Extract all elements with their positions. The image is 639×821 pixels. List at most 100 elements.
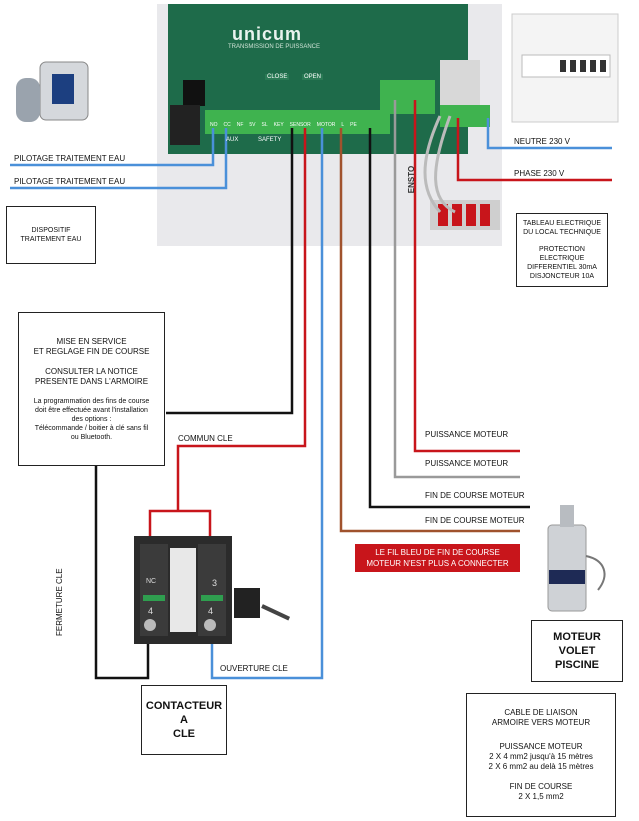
treatment-device-screen	[52, 74, 74, 104]
mes-notice-1: CONSULTER LA NOTICE	[45, 366, 138, 376]
board-ensto-label: ENSTO	[407, 165, 417, 194]
terminal-strip-motor	[380, 80, 435, 114]
cable-puissance-1: PUISSANCE MOTEUR	[499, 742, 583, 751]
wago-2	[452, 204, 462, 226]
tableau-protection-3: DISJONCTEUR 10A	[529, 273, 595, 280]
wago-4	[480, 204, 490, 226]
contacteur-line-3: CLE	[173, 728, 195, 740]
terminal-cc: CC	[223, 122, 231, 128]
terminal-key: KEY	[273, 122, 284, 128]
label-fin-course-1: FIN DE COURSE MOTEUR	[425, 491, 525, 500]
dispositif-box: DISPOSITIF TRAITEMENT EAU	[6, 206, 96, 264]
relay-block	[440, 60, 480, 110]
breaker-5	[600, 60, 606, 72]
tableau-box: TABLEAU ELECTRIQUE DU LOCAL TECHNIQUE PR…	[516, 213, 608, 287]
cable-puissance-2: 2 X 4 mm2 jusqu'à 15 mètres	[489, 752, 593, 761]
cable-fin-1: FIN DE COURSE	[509, 782, 573, 791]
label-puissance-1: PUISSANCE MOTEUR	[425, 430, 509, 439]
wire-phase	[456, 118, 612, 182]
cable-fin-2: 2 X 1,5 mm2	[518, 792, 564, 801]
wago-1	[438, 204, 448, 226]
key-switch-head	[234, 588, 260, 618]
moteur-line-1: MOTEUR	[553, 631, 601, 643]
screw-right	[204, 619, 216, 631]
tableau-protection-2: DIFFERENTIEL 30mA	[527, 264, 597, 271]
cable-box: CABLE DE LIAISON ARMOIRE VERS MOTEUR PUI…	[466, 693, 616, 817]
breaker-4	[590, 60, 596, 72]
wire-key-black	[166, 128, 294, 415]
label-fin-course-2: FIN DE COURSE MOTEUR	[425, 516, 525, 525]
wire-pilotage-2	[10, 128, 228, 190]
mes-title-1: MISE EN SERVICE	[56, 336, 127, 346]
terminal-strip-left	[205, 110, 390, 134]
wire-panel-grey-1	[423, 115, 442, 214]
wago-3	[466, 204, 476, 226]
label-commun-cle: COMMUN CLE	[178, 434, 233, 443]
board-open-label: OPEN	[302, 74, 324, 80]
label-fermeture-cle: FERMETURE CLE	[55, 568, 64, 636]
label-puissance-2: PUISSANCE MOTEUR	[425, 459, 509, 468]
contacteur-box: CONTACTEUR A CLE	[141, 685, 227, 755]
terminal-strip-pe	[440, 105, 490, 127]
contacteur-line-2: A	[180, 714, 188, 726]
label-pilotage-2: PILOTAGE TRAITEMENT EAU	[14, 177, 126, 186]
terminal-labels: NO CC NF 5V SL KEY SENSOR MOTOR L PE	[210, 122, 490, 131]
board-safety-label: SAFETY	[258, 137, 282, 143]
label-phase: PHASE 230 V	[514, 169, 565, 178]
wire-contactor-jumper	[148, 509, 212, 550]
terminal-nf: NF	[236, 122, 244, 128]
wire-puissance-grey	[393, 100, 520, 479]
seven-seg-display	[183, 80, 205, 106]
treatment-device-cell	[16, 78, 40, 122]
motor-label-band	[549, 570, 585, 584]
wire-sensor-brown	[339, 128, 520, 533]
wire-fermeture-cle	[94, 466, 150, 680]
motor-cable	[585, 555, 606, 591]
breaker-1	[560, 60, 566, 72]
dispositif-line-2: TRAITEMENT EAU	[20, 236, 82, 243]
contactor-nc-label: NC	[146, 578, 157, 585]
board-subtitle: TRANSMISSION DE PUISSANCE	[228, 44, 321, 50]
contactor-green-right	[201, 595, 223, 601]
breaker-3	[580, 60, 586, 72]
terminal-no: NO	[210, 122, 218, 128]
label-pilotage-1: PILOTAGE TRAITEMENT EAU	[14, 154, 126, 163]
red-notice-line-2: MOTEUR N'EST PLUS A CONNECTER	[366, 559, 509, 568]
wire-pilotage-1	[10, 128, 215, 167]
tableau-title-1: TABLEAU ELECTRIQUE	[522, 220, 602, 227]
key-switch-key	[261, 604, 291, 621]
contactor-3-label: 3	[212, 578, 218, 588]
motor-body	[547, 524, 587, 612]
mes-title-2: ET REGLAGE FIN DE COURSE	[33, 346, 150, 356]
board-brand: unicum	[232, 24, 303, 44]
board-aux-label: AUX	[226, 137, 239, 143]
cable-title-1: CABLE DE LIAISON	[504, 708, 578, 717]
terminal-5v: 5V	[249, 122, 256, 128]
terminal-l: L	[341, 122, 345, 128]
contactor-center-gap	[170, 548, 196, 632]
screw-left	[144, 619, 156, 631]
contactor-green-left	[143, 595, 165, 601]
dispositif-line-1: DISPOSITIF	[31, 227, 71, 234]
terminal-motor: MOTOR	[316, 122, 336, 128]
red-notice: LE FIL BLEU DE FIN DE COURSE MOTEUR N'ES…	[355, 544, 520, 572]
mes-text-1: La programmation des fins de course	[33, 397, 150, 405]
terminal-sensor: SENSOR	[289, 122, 311, 128]
wire-ouverture-cle	[210, 128, 324, 680]
wire-panel-grey-2	[434, 115, 456, 214]
label-neutre: NEUTRE 230 V	[514, 137, 571, 146]
moteur-box: MOTEUR VOLET PISCINE	[531, 620, 623, 682]
cable-puissance-3: 2 X 6 mm2 au delà 15 mètres	[488, 762, 594, 771]
board-close-label: CLOSE	[265, 74, 290, 80]
label-ouverture-cle: OUVERTURE CLE	[220, 664, 288, 673]
moteur-line-2: VOLET	[558, 645, 596, 657]
contactor-4-right-label: 4	[208, 606, 214, 616]
wire-fin-course	[368, 128, 530, 509]
cable-title-2: ARMOIRE VERS MOTEUR	[491, 718, 591, 727]
connector-block	[170, 105, 200, 145]
contactor-4-left-label: 4	[148, 606, 154, 616]
mes-text-4: Télécommande / boitier à clé sans fil	[34, 424, 149, 432]
mise-en-service-box: MISE EN SERVICE ET REGLAGE FIN DE COURSE…	[18, 312, 165, 466]
motor-shaft	[560, 505, 574, 527]
mes-text-5: ou Bluetooth.	[70, 433, 113, 441]
